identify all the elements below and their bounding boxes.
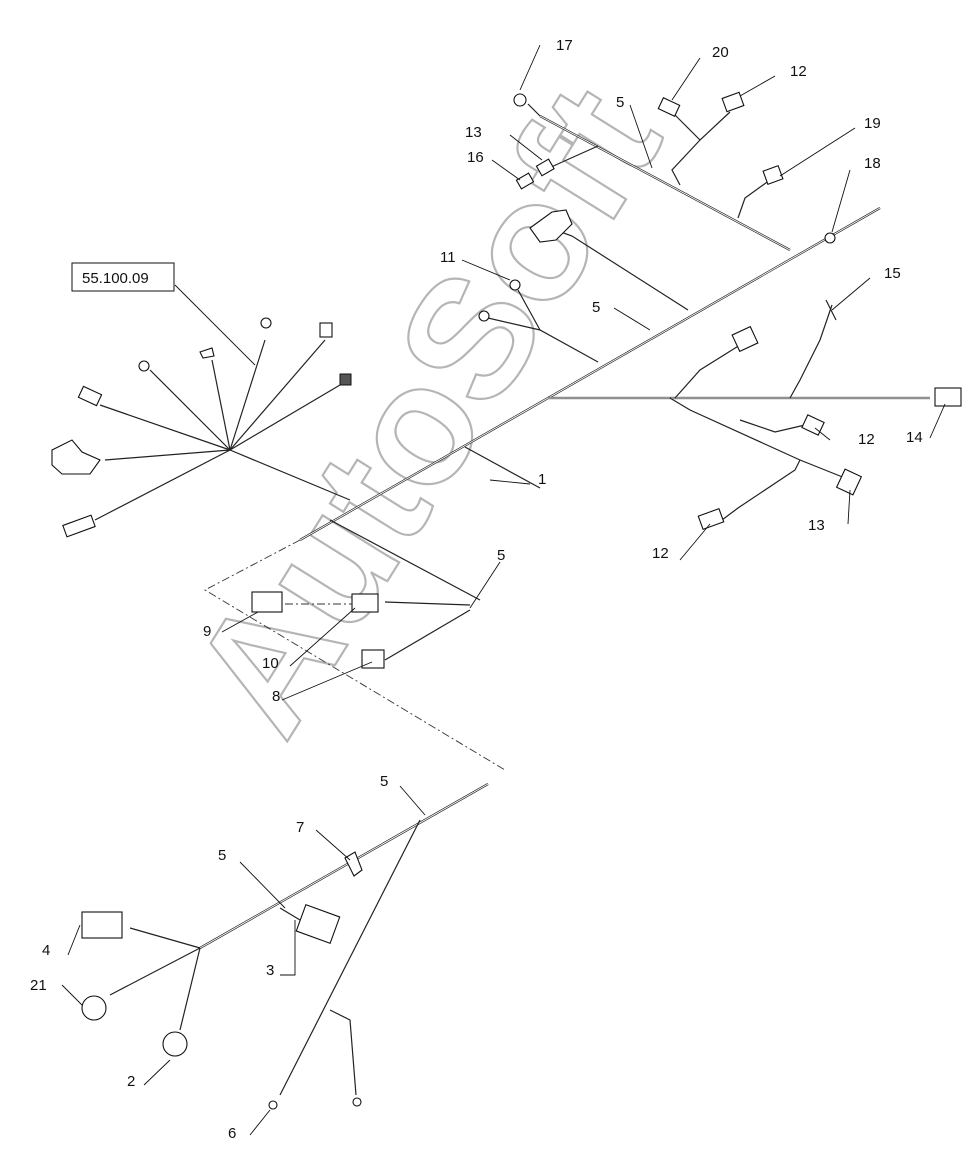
leader-lines bbox=[61, 44, 946, 1136]
connector-10 bbox=[351, 593, 379, 613]
callout-20: 20 bbox=[712, 44, 729, 61]
connector-12-right bbox=[801, 414, 825, 436]
ring-terminal-star-a bbox=[260, 317, 272, 329]
ring-terminal-11b bbox=[478, 310, 490, 322]
callout-14: 14 bbox=[906, 429, 923, 446]
callout-6: 6 bbox=[228, 1125, 236, 1142]
connector-star-h bbox=[62, 514, 96, 538]
connector-star-g bbox=[51, 439, 101, 475]
connector-star-f bbox=[77, 385, 103, 407]
round-connector-2 bbox=[162, 1031, 188, 1057]
callout-16: 16 bbox=[467, 149, 484, 166]
callout-5: 5 bbox=[497, 547, 505, 564]
connector-upper-mid bbox=[731, 325, 759, 353]
connector-16 bbox=[515, 172, 535, 190]
connector-13-upper bbox=[535, 158, 555, 177]
callout-15: 15 bbox=[884, 265, 901, 282]
connector-star-b bbox=[319, 322, 333, 338]
callout-18: 18 bbox=[864, 155, 881, 172]
ring-terminal-6b bbox=[352, 1097, 362, 1107]
watermark: AutoSoft bbox=[154, 54, 698, 765]
callout-1: 1 bbox=[538, 471, 546, 488]
callout-13: 13 bbox=[465, 124, 482, 141]
callout-5: 5 bbox=[616, 94, 624, 111]
callout-12: 12 bbox=[858, 431, 875, 448]
connector-12-lower bbox=[697, 507, 725, 531]
callout-3: 3 bbox=[266, 962, 274, 979]
callout-9: 9 bbox=[203, 623, 211, 640]
callout-17: 17 bbox=[556, 37, 573, 54]
clip-18 bbox=[824, 232, 836, 244]
upper-harness-wires bbox=[94, 103, 930, 661]
callout-4: 4 bbox=[42, 942, 50, 959]
connector-20 bbox=[657, 97, 681, 117]
connector-4 bbox=[81, 911, 123, 939]
connector-3 bbox=[295, 903, 341, 945]
callout-2: 2 bbox=[127, 1073, 135, 1090]
callout-21: 21 bbox=[30, 977, 47, 994]
ring-terminal-6a bbox=[268, 1100, 278, 1110]
callout-12: 12 bbox=[652, 545, 669, 562]
large-connector bbox=[529, 209, 573, 243]
connector-13-right bbox=[835, 468, 863, 496]
connector-12-upper bbox=[721, 91, 745, 113]
callout-11: 11 bbox=[440, 249, 456, 266]
clip-star-d bbox=[199, 347, 215, 359]
reference-lines bbox=[204, 539, 506, 771]
reference-box-label: 55.100.09 bbox=[82, 270, 149, 287]
callout-10: 10 bbox=[262, 655, 279, 672]
reference-box-group[interactable]: 55.100.09 bbox=[71, 262, 175, 292]
upper-connectors bbox=[51, 91, 962, 669]
ring-terminal-17 bbox=[513, 93, 527, 107]
lower-connectors bbox=[81, 851, 363, 1110]
connector-star-c bbox=[339, 373, 352, 386]
lower-harness-wires bbox=[109, 783, 489, 1096]
callout-7: 7 bbox=[296, 819, 304, 836]
callout-13: 13 bbox=[808, 517, 825, 534]
connector-9 bbox=[251, 591, 283, 613]
callout-19: 19 bbox=[864, 115, 881, 132]
callout-labels: 17 20 12 5 19 13 16 18 11 15 5 12 14 1 1… bbox=[30, 37, 923, 1142]
connector-14 bbox=[934, 387, 962, 407]
connector-19 bbox=[762, 164, 784, 186]
ring-terminal-star-e bbox=[138, 360, 150, 372]
reference-box[interactable] bbox=[71, 262, 175, 292]
callout-8: 8 bbox=[272, 688, 280, 705]
watermark-text: AutoSoft bbox=[155, 55, 696, 764]
callout-5: 5 bbox=[380, 773, 388, 790]
callout-12: 12 bbox=[790, 63, 807, 80]
round-connector-21 bbox=[81, 995, 107, 1021]
callout-5: 5 bbox=[592, 299, 600, 316]
clip-7 bbox=[344, 851, 363, 877]
callout-5: 5 bbox=[218, 847, 226, 864]
ring-terminal-11a bbox=[509, 279, 521, 291]
